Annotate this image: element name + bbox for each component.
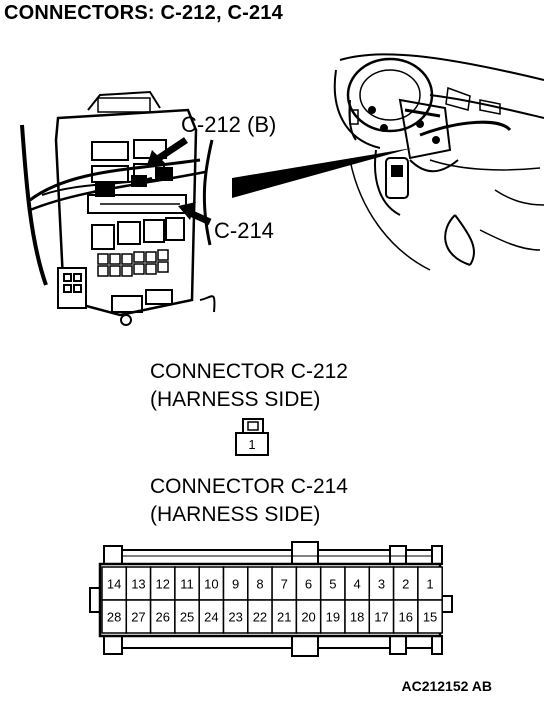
pin-cell (247, 599, 273, 634)
pin-number: 24 (204, 610, 218, 625)
callout-c212: C-212 (B) (181, 112, 277, 137)
pin-number: 4 (354, 577, 361, 592)
connector-c212-diagram: 1 (235, 418, 269, 456)
pin-number: 6 (305, 577, 312, 592)
connector-c214-side: (HARNESS SIDE) (150, 503, 321, 526)
pin-cell (174, 599, 200, 634)
page-title: CONNECTORS: C-212, C-214 (4, 2, 283, 24)
pin-number: 9 (232, 577, 239, 592)
pin-number: 10 (204, 577, 218, 592)
pin-number: 25 (180, 610, 194, 625)
connector-c214-title: CONNECTOR C-214 (150, 475, 348, 498)
pin-number: 19 (326, 610, 340, 625)
pin-number: 17 (374, 610, 388, 625)
pin-number: 27 (131, 610, 145, 625)
dashboard-illustration (333, 53, 544, 271)
pin-cell (417, 566, 443, 601)
pin-number: 3 (378, 577, 385, 592)
connector-c212-pin: 1 (248, 437, 255, 452)
pin-number: 16 (399, 610, 413, 625)
pin-cell (392, 599, 419, 634)
pin-cell (101, 599, 128, 634)
pin-number: 23 (228, 610, 242, 625)
location-pointer (232, 148, 412, 198)
pin-cell (271, 599, 298, 634)
callout-arrow-c212 (146, 137, 188, 168)
callout-c214: C-214 (214, 218, 274, 243)
pin-number: 21 (277, 610, 291, 625)
pin-cell (417, 599, 443, 634)
pin-cell (344, 599, 371, 634)
connector-c212-title: CONNECTOR C-212 (150, 360, 348, 383)
pin-number: 20 (301, 610, 315, 625)
connector-c212-side: (HARNESS SIDE) (150, 388, 321, 411)
pin-cell (125, 599, 152, 634)
pin-number: 18 (350, 610, 364, 625)
pin-number: 1 (426, 577, 433, 592)
pin-cell (368, 566, 395, 601)
pin-number: 26 (156, 610, 170, 625)
pin-number: 11 (180, 577, 194, 592)
pin-number: 12 (156, 577, 170, 592)
callout-arrow-c214 (178, 202, 212, 226)
pin-number: 5 (329, 577, 336, 592)
figure-code: AC212152 AB (401, 678, 492, 694)
pin-number: 22 (253, 610, 267, 625)
pin-number: 15 (423, 610, 437, 625)
pin-number: 8 (256, 577, 263, 592)
pin-number: 13 (131, 577, 145, 592)
pin-number: 14 (107, 577, 121, 592)
pin-cell (271, 566, 298, 601)
pin-number: 7 (281, 577, 288, 592)
pin-number: 2 (402, 577, 409, 592)
pin-number: 28 (107, 610, 121, 625)
